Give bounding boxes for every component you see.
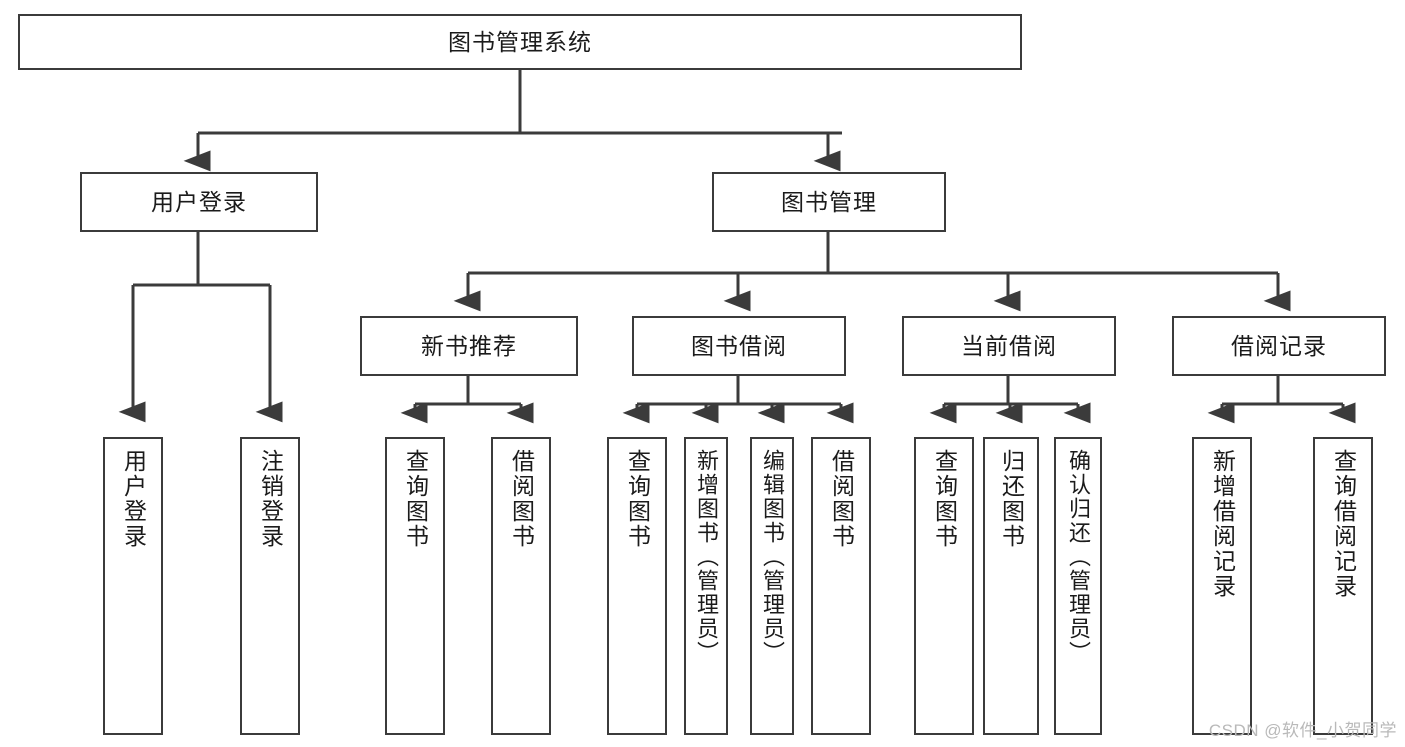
node-leaf-query-record[interactable]: 查询借阅记录 [1313,437,1373,735]
node-root[interactable]: 图书管理系统 [18,14,1022,70]
node-leaf-edit-book[interactable]: 编辑图书（管理员） [750,437,794,735]
node-book-manage[interactable]: 图书管理 [712,172,946,232]
node-leaf-query-book-2[interactable]: 查询图书 [607,437,667,735]
node-leaf-add-book[interactable]: 新增图书（管理员） [684,437,728,735]
node-leaf-query-book-2-label: 查询图书 [624,449,651,549]
node-leaf-add-record[interactable]: 新增借阅记录 [1192,437,1252,735]
node-new-book-rec-label: 新书推荐 [421,332,517,359]
node-leaf-return-book[interactable]: 归还图书 [983,437,1039,735]
node-leaf-query-book-1[interactable]: 查询图书 [385,437,445,735]
node-leaf-borrow-book-1-label: 借阅图书 [508,449,535,549]
node-leaf-edit-book-label: 编辑图书（管理员） [760,449,785,665]
node-leaf-user-login[interactable]: 用户登录 [103,437,163,735]
node-leaf-borrow-book-2[interactable]: 借阅图书 [811,437,871,735]
node-book-manage-label: 图书管理 [781,188,877,215]
node-leaf-query-record-label: 查询借阅记录 [1330,449,1357,599]
node-leaf-confirm-return[interactable]: 确认归还（管理员） [1054,437,1102,735]
node-leaf-query-book-1-label: 查询图书 [402,449,429,549]
node-leaf-query-book-3-label: 查询图书 [931,449,958,549]
node-book-borrow[interactable]: 图书借阅 [632,316,846,376]
node-leaf-borrow-book-2-label: 借阅图书 [828,449,855,549]
node-leaf-borrow-book-1[interactable]: 借阅图书 [491,437,551,735]
node-book-borrow-label: 图书借阅 [691,332,787,359]
node-leaf-user-login-label: 用户登录 [120,449,147,549]
node-borrow-record-label: 借阅记录 [1231,332,1327,359]
node-current-borrow[interactable]: 当前借阅 [902,316,1116,376]
node-leaf-logout-label: 注销登录 [257,449,284,549]
node-user-login-label: 用户登录 [151,188,247,215]
csdn-watermark: CSDN @软件_小贺同学 [1208,721,1397,740]
node-user-login[interactable]: 用户登录 [80,172,318,232]
node-current-borrow-label: 当前借阅 [961,332,1057,359]
node-borrow-record[interactable]: 借阅记录 [1172,316,1386,376]
node-leaf-add-record-label: 新增借阅记录 [1209,449,1236,599]
node-leaf-add-book-label: 新增图书（管理员） [694,449,719,665]
node-leaf-query-book-3[interactable]: 查询图书 [914,437,974,735]
node-leaf-return-book-label: 归还图书 [998,449,1025,549]
node-root-label: 图书管理系统 [448,28,592,55]
node-new-book-rec[interactable]: 新书推荐 [360,316,578,376]
node-leaf-logout[interactable]: 注销登录 [240,437,300,735]
node-leaf-confirm-return-label: 确认归还（管理员） [1066,449,1091,665]
